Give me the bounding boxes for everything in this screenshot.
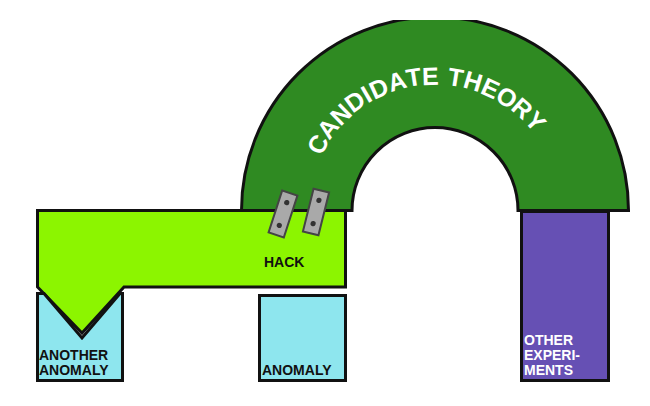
diagram-shape: CANDIDATE THEORY (240, 20, 630, 212)
shape-label: OTHER EXPERI- MENTS (524, 333, 594, 378)
diagram-shape: ANOTHER ANOMALY (36, 292, 124, 382)
shape-outline (240, 20, 630, 212)
diagram-shape: OTHER EXPERI- MENTS (520, 210, 610, 382)
shape-label: ANOTHER ANOMALY (39, 348, 121, 378)
curved-title: CANDIDATE THEORY (240, 20, 630, 212)
shape-label: ANOMALY (262, 363, 344, 378)
title-letter: E (422, 63, 439, 88)
shape-label: HACK (264, 255, 334, 270)
diagram-shape: ANOMALY (258, 294, 347, 382)
title-letter: T (404, 64, 423, 91)
